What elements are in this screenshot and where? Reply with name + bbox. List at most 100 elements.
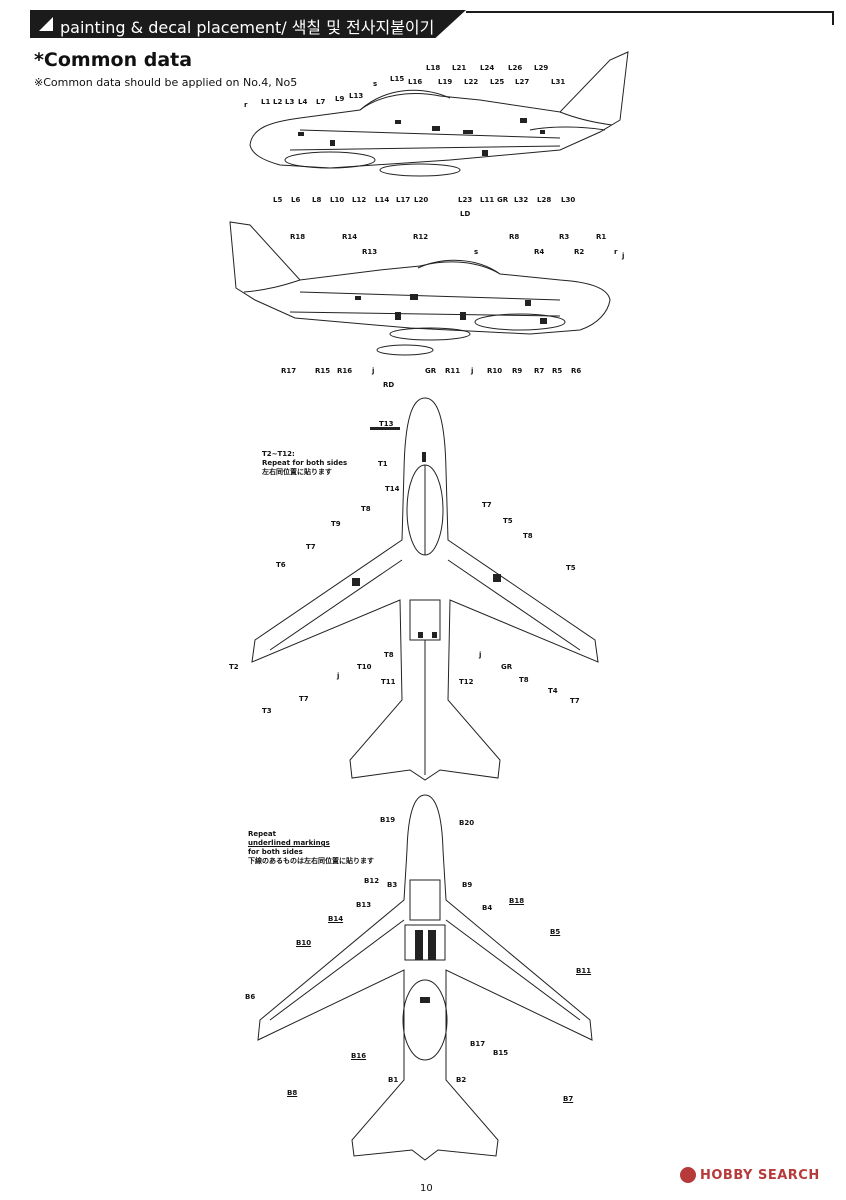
callout-right-R5: R5 — [552, 367, 563, 375]
callout-top-T7-a: T7 — [306, 543, 316, 551]
callout-left-L14: L14 — [375, 196, 390, 204]
header-rule-end — [832, 11, 834, 25]
callout-bottom-B1: B1 — [388, 1076, 399, 1084]
callout-left-L24: L24 — [480, 64, 495, 72]
callout-left-L4: L4 — [298, 98, 308, 106]
header-rule — [466, 11, 834, 13]
callout-right-R13: R13 — [362, 248, 378, 256]
callout-bottom-B17: B17 — [470, 1040, 486, 1048]
callout-bottom-B9: B9 — [462, 881, 473, 889]
callout-left-L32: L32 — [514, 196, 529, 204]
callout-bottom-B19: B19 — [380, 816, 396, 824]
callout-top-T9: T9 — [331, 520, 341, 528]
callout-left-L21: L21 — [452, 64, 467, 72]
callout-left-L31: L31 — [551, 78, 566, 86]
callout-left-L29: L29 — [534, 64, 549, 72]
callout-top-T8-a: T8 — [361, 505, 371, 513]
bottom-note-line-1: Repeat — [248, 830, 276, 838]
callout-left-L23: L23 — [458, 196, 473, 204]
callout-right-s: s — [474, 248, 479, 256]
callout-left-L30: L30 — [561, 196, 576, 204]
callout-bottom-B14: B14 — [328, 915, 344, 923]
callout-left-L25: L25 — [490, 78, 505, 86]
callout-right-j-right: j — [471, 367, 474, 375]
callout-right-R1: R1 — [596, 233, 607, 241]
left-side-view-drawing — [249, 51, 629, 177]
callout-left-L20: L20 — [414, 196, 429, 204]
callout-left-L8: L8 — [312, 196, 322, 204]
callout-right-j-left: j — [372, 367, 375, 375]
callout-right-r: r — [614, 248, 618, 256]
callout-left-s: s — [373, 80, 378, 88]
callout-top-T11: T11 — [381, 678, 396, 686]
callout-bottom-B12: B12 — [364, 877, 380, 885]
callout-left-L27: L27 — [515, 78, 530, 86]
callout-right-R14: R14 — [342, 233, 358, 241]
callout-left-L10: L10 — [330, 196, 345, 204]
callout-bottom-B5: B5 — [550, 928, 561, 936]
top-note-line-2: Repeat for both sides — [262, 459, 348, 467]
callout-left-L17: L17 — [396, 196, 411, 204]
callout-bottom-B8: B8 — [287, 1089, 298, 1097]
watermark: HOBBY SEARCH — [700, 1168, 820, 1183]
callout-top-T10: T10 — [357, 663, 372, 671]
top-note-line-3: 左右同位置に貼ります — [262, 468, 332, 476]
bottom-note-line-2: underlined markings — [248, 839, 330, 847]
callout-bottom-B2: B2 — [456, 1076, 467, 1084]
page-number: 10 — [420, 1183, 433, 1194]
callout-top-T2: T2 — [229, 663, 239, 671]
callout-top-T8-c: T8 — [523, 532, 533, 540]
bottom-view-note: Repeat underlined markings for both side… — [248, 830, 374, 866]
callout-left-L26: L26 — [508, 64, 523, 72]
callout-top-T7-d: T7 — [570, 697, 580, 705]
header-triangle-icon — [39, 17, 53, 31]
callout-left-L1: L1 — [261, 98, 271, 106]
callout-left-L13: L13 — [349, 92, 364, 100]
callout-top-T4: T4 — [548, 687, 558, 695]
callout-right-R2: R2 — [574, 248, 585, 256]
callout-left-L18: L18 — [426, 64, 441, 72]
decal-marks — [298, 118, 547, 1003]
callout-right-R6: R6 — [571, 367, 582, 375]
callout-right-R11: R11 — [445, 367, 461, 375]
callout-bottom-B13: B13 — [356, 901, 372, 909]
top-note-line-1: T2~T12: — [262, 450, 295, 458]
callout-left-L28: L28 — [537, 196, 552, 204]
callout-right-R18: R18 — [290, 233, 306, 241]
callout-top-T7-b: T7 — [299, 695, 309, 703]
callout-bottom-B11: B11 — [576, 967, 592, 975]
callout-bottom-B6: B6 — [245, 993, 256, 1001]
bottom-note-line-3: for both sides — [248, 848, 303, 856]
callout-top-T5-a: T5 — [503, 517, 513, 525]
callout-left-L19: L19 — [438, 78, 453, 86]
callout-left-r: r — [244, 101, 248, 109]
callout-left-L15: L15 — [390, 75, 405, 83]
section-note: ※Common data should be applied on No.4, … — [34, 76, 298, 89]
callout-bottom-B7: B7 — [563, 1095, 574, 1103]
callout-right-R8: R8 — [509, 233, 520, 241]
callout-right-R16: R16 — [337, 367, 353, 375]
callout-left-L11: L11 — [480, 196, 495, 204]
callout-left-L12: L12 — [352, 196, 367, 204]
callout-top-T7-c: T7 — [482, 501, 492, 509]
callout-left-LD: LD — [460, 210, 471, 218]
callout-right-R4: R4 — [534, 248, 545, 256]
callout-top-T8-d: T8 — [519, 676, 529, 684]
callout-left-L5: L5 — [273, 196, 283, 204]
callout-right-R9: R9 — [512, 367, 523, 375]
hobby-search-logo-icon — [680, 1167, 696, 1183]
section-title: *Common data — [34, 49, 193, 71]
callout-bottom-B18: B18 — [509, 897, 525, 905]
callout-bottom-B4: B4 — [482, 904, 493, 912]
callout-right-j-top: j — [622, 252, 625, 260]
top-view-drawing — [251, 397, 599, 781]
callout-top-T12: T12 — [459, 678, 474, 686]
callout-bottom-B15: B15 — [493, 1049, 509, 1057]
callout-top-T5-b: T5 — [566, 564, 576, 572]
callout-top-j-left: j — [337, 672, 340, 680]
callout-top-T13: T13 — [379, 420, 394, 428]
header-title: painting & decal placement/ 색칠 및 전사지붙이기 — [60, 18, 435, 37]
callout-left-L6: L6 — [291, 196, 301, 204]
callout-top-T14: T14 — [385, 485, 400, 493]
